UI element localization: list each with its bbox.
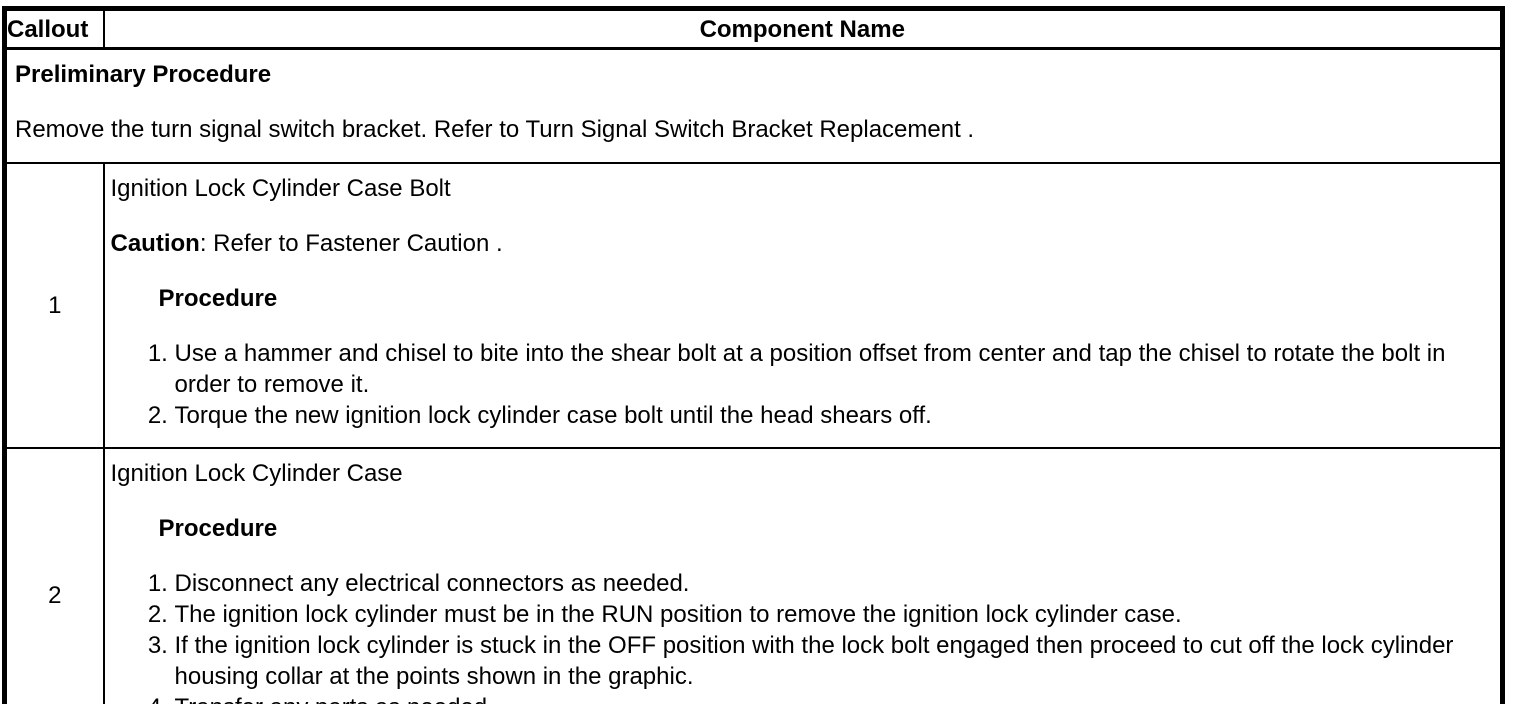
- component-cell-1: Ignition Lock Cylinder Case Bolt Caution…: [102, 162, 1504, 449]
- caution-text: : Refer to Fastener Caution .: [199, 230, 503, 257]
- procedure-steps-list: Disconnect any electrical connectors as …: [111, 568, 1493, 704]
- callout-number-1: 1: [3, 162, 105, 449]
- table-row-1: 1 Ignition Lock Cylinder Case Bolt Cauti…: [3, 162, 1504, 449]
- component-callout-table: Callout Component Name Preliminary Proce…: [2, 6, 1505, 704]
- caution-label: Caution: [110, 230, 200, 257]
- component-name-column-header: Component Name: [102, 7, 1504, 50]
- procedure-steps-list: Use a hammer and chisel to bite into the…: [111, 338, 1493, 431]
- component-cell-2: Ignition Lock Cylinder Case Procedure Di…: [102, 447, 1504, 704]
- component-name-text: Ignition Lock Cylinder Case Bolt: [110, 175, 451, 202]
- component-name-text: Ignition Lock Cylinder Case: [110, 460, 403, 487]
- procedure-heading: Procedure: [158, 285, 278, 312]
- procedure-step: Use a hammer and chisel to bite into the…: [175, 338, 1493, 400]
- preliminary-procedure-cell: Preliminary Procedure Remove the turn si…: [3, 47, 1504, 164]
- callout-number-2: 2: [3, 447, 105, 704]
- preliminary-procedure-row: Preliminary Procedure Remove the turn si…: [3, 47, 1504, 164]
- preliminary-procedure-title: Preliminary Procedure: [15, 61, 272, 88]
- procedure-step: Disconnect any electrical connectors as …: [175, 568, 1493, 599]
- procedure-step: Transfer any parts as needed.: [175, 692, 1493, 704]
- procedure-heading: Procedure: [158, 515, 278, 542]
- table-header-row: Callout Component Name: [3, 7, 1504, 50]
- procedure-step: The ignition lock cylinder must be in th…: [175, 599, 1493, 630]
- caution-note: Caution: Refer to Fastener Caution .: [111, 228, 1493, 259]
- procedure-step: If the ignition lock cylinder is stuck i…: [175, 630, 1493, 692]
- callout-column-header: Callout: [3, 7, 105, 50]
- procedure-step: Torque the new ignition lock cylinder ca…: [175, 400, 1493, 431]
- preliminary-procedure-text: Remove the turn signal switch bracket. R…: [15, 116, 975, 143]
- table-row-2: 2 Ignition Lock Cylinder Case Procedure …: [3, 447, 1504, 704]
